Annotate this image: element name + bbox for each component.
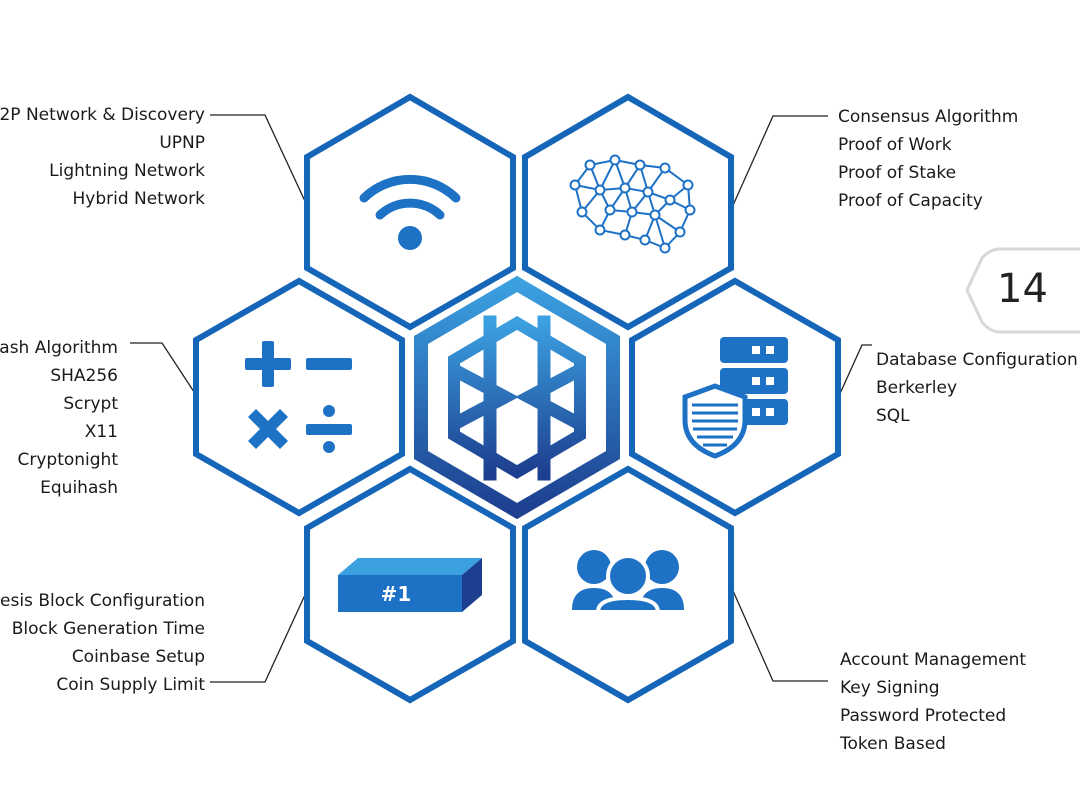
page-tab-shape <box>965 247 1080 334</box>
brain-node <box>684 204 696 216</box>
brain-node <box>619 182 631 194</box>
brain-node <box>649 209 661 221</box>
label-item: Proof of Capacity <box>838 191 983 211</box>
label-item: Consensus Algorithm <box>838 107 1019 127</box>
center-logo-weave <box>449 315 585 481</box>
label-item: Cryptonight <box>17 450 118 470</box>
label-item: Token Based <box>840 734 946 754</box>
label-item: Password Protected <box>840 706 1007 726</box>
label-item: Proof of Stake <box>838 163 957 183</box>
label-item: Key Signing <box>840 678 940 698</box>
hexagon-p2p <box>304 93 516 331</box>
brain-node <box>569 179 581 191</box>
brain-node <box>634 159 646 171</box>
label-item: Database Configuration <box>876 350 1078 370</box>
brain-node <box>674 226 686 238</box>
brain-nodes <box>569 154 696 254</box>
math-operators-icon <box>245 341 352 453</box>
connector-lines <box>130 114 872 683</box>
brain-node <box>619 229 631 241</box>
genesis-block-icon: #1 <box>338 558 482 612</box>
connector-account <box>729 583 828 682</box>
center-logo-outer <box>414 275 620 520</box>
label-item: SHA256 <box>50 366 118 386</box>
connector-hash <box>130 342 199 399</box>
brain-node <box>576 206 588 218</box>
brain-node <box>639 234 651 246</box>
center-logo <box>414 275 620 520</box>
label-item: Coin Supply Limit <box>56 675 205 695</box>
label-item: Account Management <box>840 650 1027 670</box>
center-logo-inner <box>448 316 586 479</box>
brain-node <box>609 154 621 166</box>
brain-node <box>594 184 606 196</box>
label-item: Berkerley <box>876 378 958 398</box>
label-item: SQL <box>876 406 910 426</box>
label-item: Lightning Network <box>49 161 205 181</box>
label-item: P2P Network & Discovery <box>0 105 205 125</box>
label-item: Hash Algorithm <box>0 338 118 358</box>
label-item: Equihash <box>40 478 118 498</box>
label-item: Proof of Work <box>838 135 952 155</box>
connector-database <box>837 344 872 399</box>
genesis-block-label: #1 <box>381 582 412 606</box>
label-item: Hybrid Network <box>72 189 205 209</box>
label-item: X11 <box>84 422 118 442</box>
hash-labels: Hash AlgorithmSHA256ScryptX11Cryptonight… <box>0 334 118 502</box>
connector-consensus <box>729 115 828 213</box>
wifi-icon <box>359 174 461 250</box>
brain-node <box>604 204 616 216</box>
database-shield-icon <box>682 337 788 459</box>
label-item: Block Generation Time <box>11 619 205 639</box>
brain-node <box>664 194 676 206</box>
brain-node <box>659 162 671 174</box>
connector-genesis <box>210 583 311 683</box>
users-icon <box>572 550 684 614</box>
brain-node <box>584 159 596 171</box>
brain-node <box>594 224 606 236</box>
label-item: UPNP <box>159 133 205 153</box>
brain-node <box>659 242 671 254</box>
label-item: Genesis Block Configuration <box>0 591 205 611</box>
label-item: Scrypt <box>63 394 118 414</box>
hexagon-hash <box>193 277 405 517</box>
brain-node <box>642 186 654 198</box>
page-number: 14 <box>997 266 1048 312</box>
connector-p2p <box>210 114 311 213</box>
brain-node <box>626 206 638 218</box>
brain-node <box>682 179 694 191</box>
label-item: Coinbase Setup <box>71 647 205 667</box>
